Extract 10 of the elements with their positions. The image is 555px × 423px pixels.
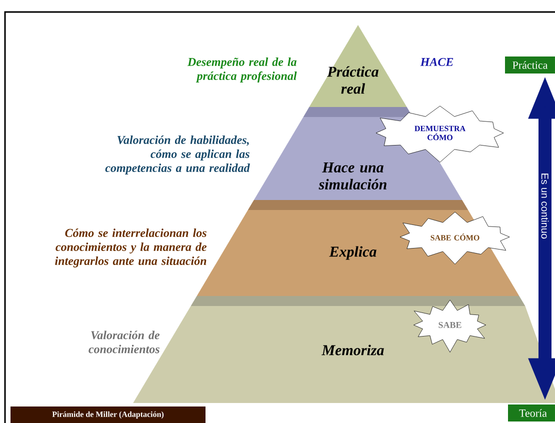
side-note: Desempeño real de la práctica profesional — [187, 58, 297, 82]
pyramid-level: Práctica real — [309, 25, 407, 107]
starburst: DEMUESTRA CÓMO — [376, 106, 504, 162]
starburst: SABE CÓMO — [400, 212, 510, 264]
edge-label: Es un continuo — [541, 174, 549, 239]
side-note: HACE — [420, 58, 454, 66]
tag-box: Práctica — [505, 56, 555, 74]
tag-box: Teoría — [508, 404, 555, 422]
caption-bar: Pirámide de Miller (Adaptación) — [10, 406, 206, 423]
starburst: SABE — [414, 300, 486, 352]
